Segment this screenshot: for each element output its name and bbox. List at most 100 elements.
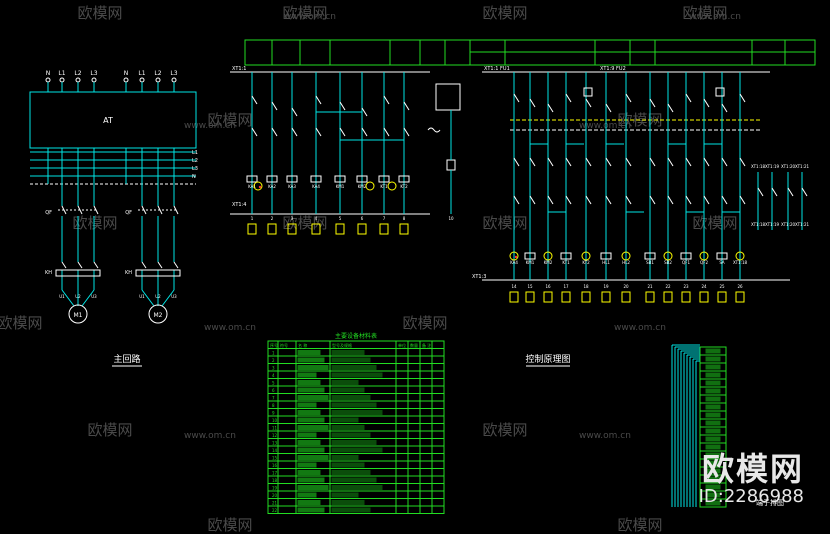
terminal-caption: 端子排图: [756, 498, 784, 507]
bom-cell-fill: [331, 357, 371, 363]
coil-symbol: [378, 175, 390, 183]
coil-symbol: [398, 175, 410, 183]
watermark-brand: 欧模网: [0, 314, 43, 332]
aux-label: XT1:21: [795, 222, 810, 227]
terminal-id: [705, 468, 721, 474]
bom-cell-fill: [331, 410, 383, 415]
terminal-symbol: [45, 77, 51, 83]
coil-label: SA: [719, 260, 725, 265]
coil-symbol: [680, 252, 692, 260]
indicator-lamp: [509, 251, 519, 261]
terminal-block: [699, 291, 709, 303]
terminal-id: [705, 476, 721, 482]
bom-row-number: 15: [272, 456, 278, 461]
no-contact: [625, 157, 632, 167]
node-label: XT1:3: [472, 274, 486, 280]
bom-cell-fill: [331, 492, 359, 498]
column-number: 7: [383, 216, 386, 221]
terminal-id: [705, 444, 721, 450]
bom-row-number: 20: [272, 493, 278, 498]
breaker-tag: QF: [125, 210, 132, 216]
main-terminal-label: L2: [154, 70, 161, 77]
bom-header: 数量: [410, 342, 418, 348]
relay-block: [583, 87, 593, 97]
column-number: 17: [563, 284, 569, 289]
watermark-url: www.om.cn: [689, 12, 741, 22]
watermark-brand: 欧模网: [682, 4, 727, 22]
indicator-lamp: [581, 251, 591, 261]
column-number: 15: [527, 284, 533, 289]
terminal-id: [705, 356, 721, 362]
bom-row-number: 16: [272, 463, 278, 468]
bom-cell-fill: [331, 477, 377, 483]
contactor-contact: [93, 261, 99, 269]
bom-cell-fill: [297, 432, 317, 438]
nc-contact: [251, 95, 258, 105]
bom-cell-fill: [297, 395, 329, 400]
no-contact: [649, 157, 656, 167]
main-terminal-label: L3: [90, 70, 97, 77]
watermark-brand: 欧模网: [402, 314, 447, 332]
motor-label: M2: [154, 312, 163, 319]
no-contact: [605, 157, 612, 167]
column-number: 2: [271, 216, 274, 221]
terminal-id: [705, 388, 721, 394]
aux-label: XT1:21: [795, 164, 810, 169]
column-number: 26: [737, 284, 743, 289]
coil-label: KA4: [312, 184, 320, 189]
terminal-id: [705, 460, 721, 466]
column-number: 19: [603, 284, 609, 289]
bom-cell-fill: [331, 395, 371, 400]
bom-cell-fill: [297, 440, 321, 445]
motor-lead-label: U3: [171, 294, 177, 299]
coil-symbol: [246, 175, 258, 183]
bom-header: 符号: [280, 342, 288, 348]
motor-symbol: [148, 304, 168, 324]
terminal-block: [735, 291, 745, 303]
watermark-url: www.om.cn: [204, 323, 256, 333]
column-number: 21: [647, 284, 653, 289]
no-contact: [565, 195, 572, 205]
bom-cell-fill: [331, 387, 365, 393]
bom-header: 型号及规格: [332, 342, 352, 348]
watermark-brand: 欧模网: [692, 214, 737, 232]
bom-cell-fill: [331, 462, 365, 468]
coil-label: KT1: [380, 184, 388, 189]
terminal-block: [645, 291, 655, 303]
indicator-lamp: [621, 251, 631, 261]
aux-contact: [757, 187, 764, 197]
node-label: XT1:1: [232, 66, 246, 72]
bom-cell-fill: [331, 402, 377, 408]
no-contact: [547, 195, 554, 205]
bom-row-number: 11: [272, 426, 278, 431]
column-number: 6: [361, 216, 364, 221]
coil-label: QF2: [700, 260, 708, 265]
no-contact: [315, 127, 322, 137]
overload-relay: [135, 269, 181, 277]
column-number: 14: [511, 284, 517, 289]
column-number: 18: [583, 284, 589, 289]
terminal-symbol: [123, 77, 129, 83]
bom-cell-fill: [297, 357, 325, 363]
no-contact: [739, 157, 746, 167]
bom-cell-fill: [331, 425, 365, 430]
watermark-url: www.om.cn: [579, 431, 631, 441]
bom-row-number: 21: [272, 501, 278, 506]
no-contact: [685, 157, 692, 167]
indicator-lamp: [365, 181, 375, 191]
no-contact: [667, 157, 674, 167]
aux-label: XT1:19: [765, 222, 780, 227]
terminal-block: [525, 291, 535, 303]
bom-cell-fill: [297, 507, 325, 513]
no-contact: [251, 127, 258, 137]
bom-row-number: 12: [272, 433, 278, 438]
bom-cell-fill: [331, 372, 383, 378]
watermark-brand: 欧模网: [72, 214, 117, 232]
watermark-url: www.om.cn: [184, 431, 236, 441]
watermark-id: ID:2286988: [698, 486, 804, 507]
watermark-brand: 欧模网: [617, 516, 662, 534]
no-contact: [685, 195, 692, 205]
aux-label: XT1:18: [751, 164, 766, 169]
no-contact: [291, 127, 298, 137]
